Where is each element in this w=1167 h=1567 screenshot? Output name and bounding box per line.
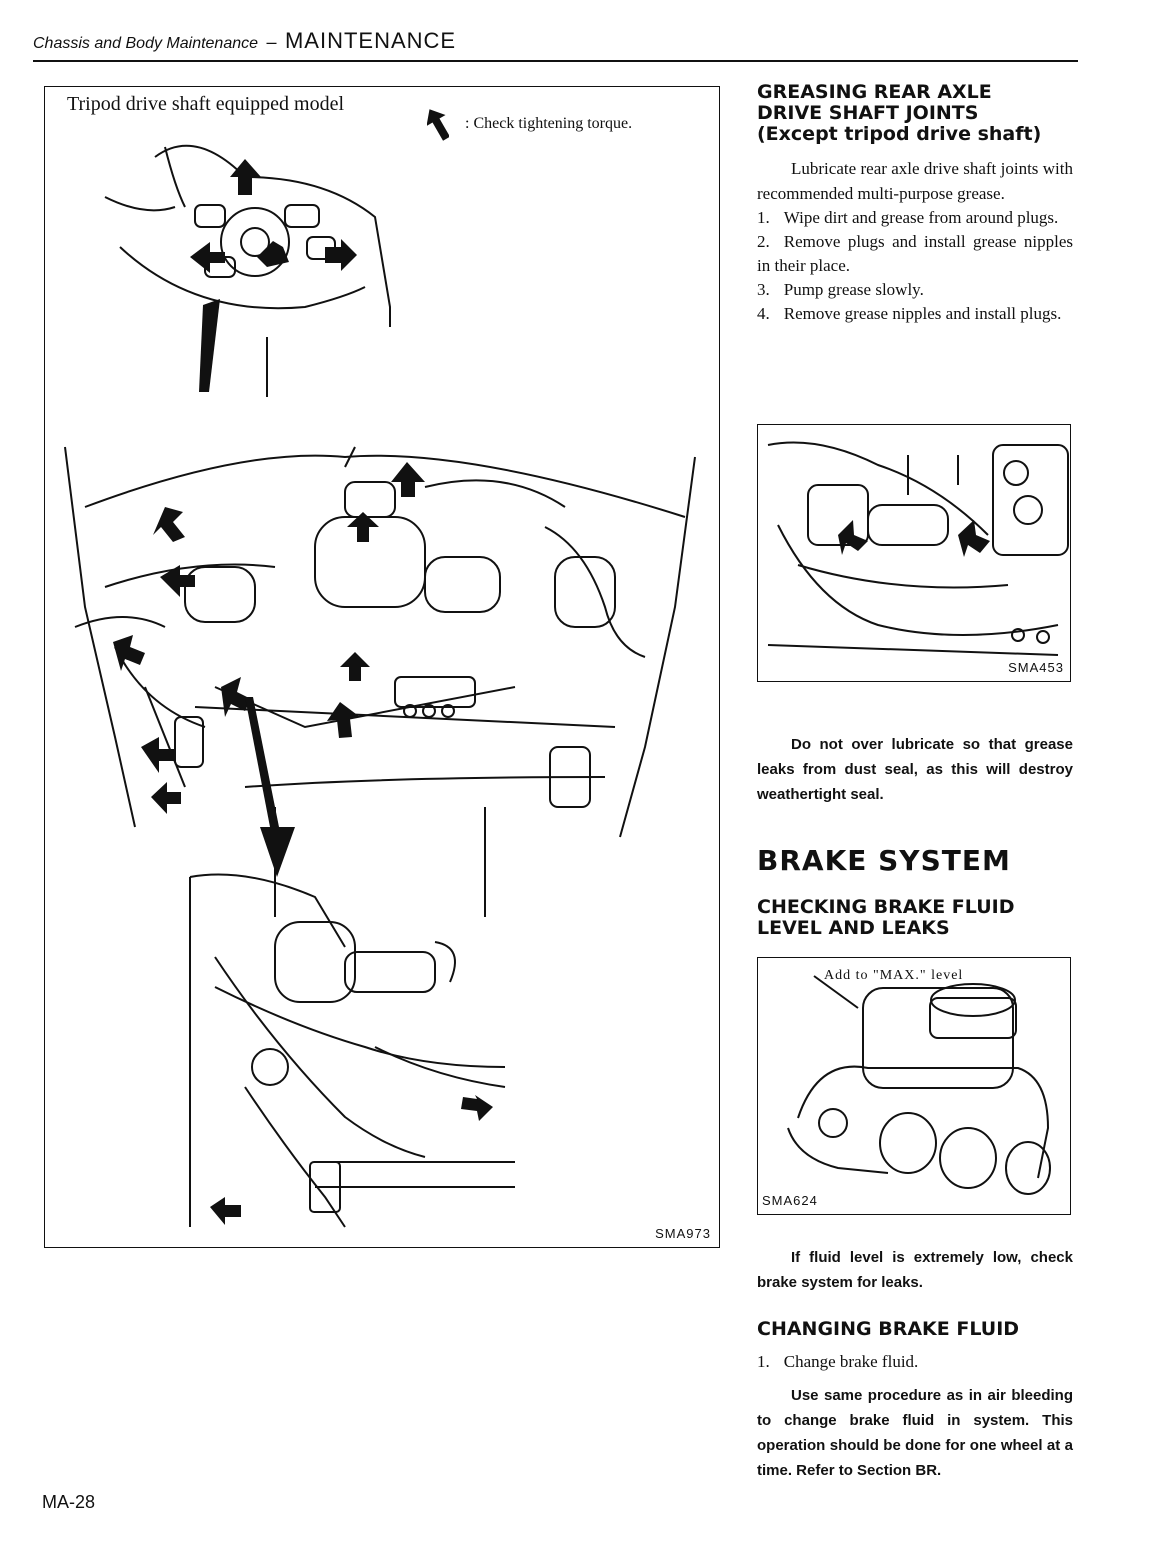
greasing-step: 3.Pump grease slowly. — [757, 280, 924, 299]
drive-shaft-joint-drawing — [767, 441, 1069, 656]
greasing-step: 2.Remove plugs and install grease nipple… — [757, 232, 1073, 275]
master-cylinder-drawing — [787, 975, 1051, 1195]
greasing-caution-block: Do not over lubricate so that grease lea… — [757, 732, 1073, 807]
header-rule — [33, 60, 1078, 62]
greasing-heading-line2: DRIVE SHAFT JOINTS — [757, 102, 979, 124]
main-figure: Tripod drive shaft equipped model : Chec… — [44, 86, 720, 1248]
greasing-figure: SMA453 — [757, 424, 1071, 682]
brake-check-heading-line1: CHECKING BRAKE FLUID — [757, 896, 1015, 918]
figure-code: SMA973 — [655, 1226, 711, 1241]
header-section: Chassis and Body Maintenance — [33, 35, 259, 52]
greasing-figure-code: SMA453 — [1008, 660, 1064, 675]
page-number: MA-28 — [42, 1492, 96, 1512]
figure-legend: : Check tightening torque. — [427, 107, 632, 141]
greasing-heading-line3: (Except tripod drive shaft) — [757, 123, 1042, 145]
header-separator: – — [266, 32, 277, 52]
greasing-intro: Lubricate rear axle drive shaft joints w… — [757, 159, 1073, 203]
change-brake-fluid-heading: CHANGING BRAKE FLUID — [757, 1318, 1020, 1340]
change-note: Use same procedure as in air bleeding to… — [757, 1386, 1073, 1479]
page-header: Chassis and Body Maintenance – MAINTENAN… — [33, 28, 456, 54]
brake-section: BRAKE SYSTEM CHECKING BRAKE FLUID LEVEL … — [757, 844, 1073, 939]
greasing-heading-line1: GREASING REAR AXLE — [757, 81, 992, 103]
greasing-step: 4.Remove grease nipples and install plug… — [757, 304, 1062, 323]
brake-heading: BRAKE SYSTEM — [757, 844, 1011, 877]
brake-check-note-block: If fluid level is extremely low, check b… — [757, 1245, 1073, 1483]
legend-text: : Check tightening torque. — [465, 115, 633, 132]
greasing-step: 1.Wipe dirt and grease from around plugs… — [757, 208, 1059, 227]
brake-figure-code: SMA624 — [762, 1193, 818, 1208]
brake-check-note: If fluid level is extremely low, check b… — [757, 1249, 1073, 1291]
header-chapter: MAINTENANCE — [284, 28, 457, 53]
figure-title: Tripod drive shaft equipped model — [67, 93, 345, 115]
rear-suspension-drawing — [64, 144, 696, 1228]
brake-figure-label: Add to "MAX." level — [824, 968, 964, 983]
greasing-steps: 1.Wipe dirt and grease from around plugs… — [757, 206, 1073, 326]
brake-reservoir-figure: Add to "MAX." level SMA624 — [757, 957, 1071, 1215]
change-step: 1.Change brake fluid. — [757, 1352, 919, 1371]
greasing-section: GREASING REAR AXLE DRIVE SHAFT JOINTS (E… — [757, 82, 1073, 326]
brake-check-heading-line2: LEVEL AND LEAKS — [757, 917, 950, 939]
greasing-caution: Do not over lubricate so that grease lea… — [757, 736, 1073, 803]
torque-arrow-icon — [427, 109, 449, 141]
